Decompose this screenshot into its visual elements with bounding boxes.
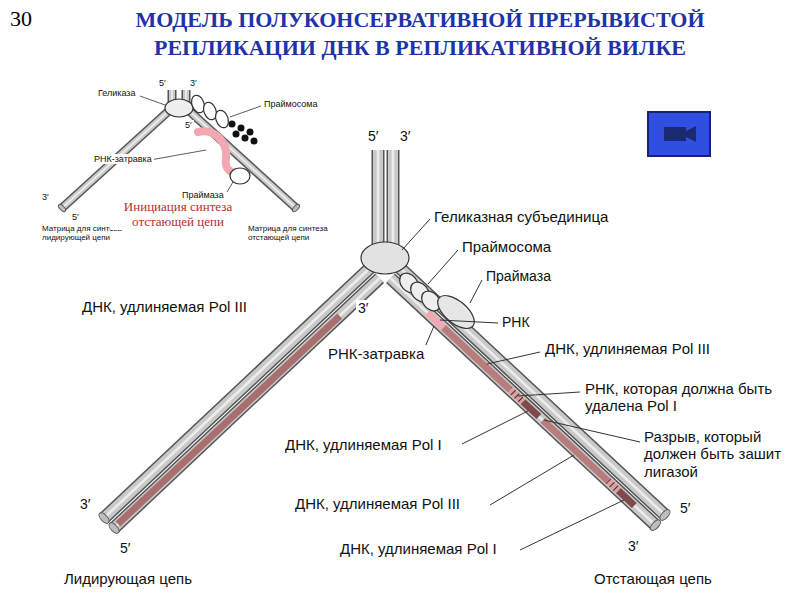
label: 3′: [78, 496, 92, 512]
strand-end: [291, 203, 300, 213]
leader-line: [487, 352, 540, 364]
slide-number: 30: [8, 6, 34, 31]
label: ДНК, удлиняемая Pol I: [283, 436, 444, 453]
label: 5′: [183, 120, 194, 130]
label: ДНК, удлиняемая Pol III: [80, 298, 249, 315]
label: Отстающая цепь: [592, 570, 714, 587]
primase: [432, 289, 480, 334]
label: Геликазная субъединица: [432, 208, 610, 225]
dna-strand: [62, 108, 172, 208]
primosome-protein: [251, 138, 258, 145]
leader-line: [462, 411, 528, 444]
label: РНК-затравка: [92, 154, 154, 164]
label: Праймосома: [262, 99, 320, 109]
leader-line: [227, 182, 233, 192]
label: РНК: [500, 314, 532, 330]
dna-strand-highlight: [62, 108, 172, 208]
dna-strand: [114, 278, 380, 528]
strand-end: [649, 518, 663, 532]
dna-strand: [114, 278, 380, 528]
label: Геликаза: [96, 88, 137, 98]
strand-end: [97, 511, 111, 525]
label: 3′: [40, 192, 51, 202]
label: 5′: [678, 500, 692, 516]
label: 5′: [366, 128, 380, 144]
primosome: [213, 108, 230, 129]
rna-primer: [198, 131, 238, 172]
rna-to-remove: [608, 481, 619, 491]
dna-strand-highlight: [392, 150, 395, 252]
label: 3′: [356, 300, 370, 316]
leader-line: [140, 96, 165, 105]
leader-line: [490, 455, 574, 505]
slide-title: МОДЕЛЬ ПОЛУКОНСЕРВАТИВНОЙ ПРЕРЫВИСТОЙ РЕ…: [60, 6, 780, 61]
label: РНК-затравка: [326, 345, 426, 362]
label: ДНК, удлиняемая Pol I: [338, 540, 499, 557]
okazaki-fragment: [543, 420, 608, 481]
leader-line: [425, 326, 434, 347]
dna-strand: [388, 150, 398, 252]
media-icon-glyph: [686, 126, 696, 142]
primosome-protein: [233, 131, 240, 138]
leader-line: [230, 106, 261, 117]
label: Праймосома: [460, 238, 553, 255]
label: Инициация синтеза отстающей цепи: [110, 200, 246, 230]
label: Праймаза: [180, 190, 226, 200]
strand-end: [57, 203, 66, 213]
label: 3′: [398, 128, 412, 144]
okazaki-fragment: [444, 328, 510, 390]
pol-i-dna: [523, 402, 539, 417]
helicase: [165, 99, 193, 117]
leader-line: [470, 280, 482, 303]
media-icon: [648, 112, 710, 156]
label: Матрица для синтеза отстающей цепи: [246, 224, 350, 242]
label: ДНК, удлиняемая Pol III: [293, 495, 462, 512]
label: Разрыв, который должен быть зашит лигазо…: [642, 428, 794, 480]
leader-line: [440, 320, 498, 323]
leader-line: [402, 219, 430, 250]
leader-line: [520, 500, 624, 550]
helicase: [361, 242, 409, 274]
strand-end: [658, 508, 672, 522]
dna-strand: [62, 108, 172, 208]
primase: [230, 168, 250, 184]
leader-line: [150, 150, 206, 160]
dna-strand: [372, 150, 385, 252]
media-icon-glyph: [664, 127, 686, 141]
label: 5′: [70, 212, 81, 222]
label: 3′: [188, 78, 199, 88]
label: 3′: [626, 538, 640, 554]
primosome-protein: [238, 125, 245, 132]
label: ДНК, удлиняемая Pol III: [543, 340, 712, 357]
dna-strand-highlight: [114, 278, 380, 528]
leader-line: [518, 392, 580, 396]
dna-strand: [373, 150, 383, 252]
label: 5′: [118, 540, 132, 556]
label: Лидирующая цепь: [62, 570, 194, 587]
label: 5′: [157, 78, 168, 88]
primosome-protein: [229, 121, 236, 128]
primosome-protein: [242, 135, 249, 142]
primosome-protein: [247, 129, 254, 136]
pol-i-dna: [618, 491, 634, 506]
leader-line: [544, 420, 640, 442]
label: Праймаза: [484, 268, 553, 284]
leader-line: [428, 250, 458, 284]
dna-strand-highlight: [377, 150, 380, 252]
label: РНК, которая должна быть удалена Pol I: [583, 380, 787, 415]
dna-strand: [387, 150, 400, 252]
leading-new-strand: [118, 316, 340, 524]
